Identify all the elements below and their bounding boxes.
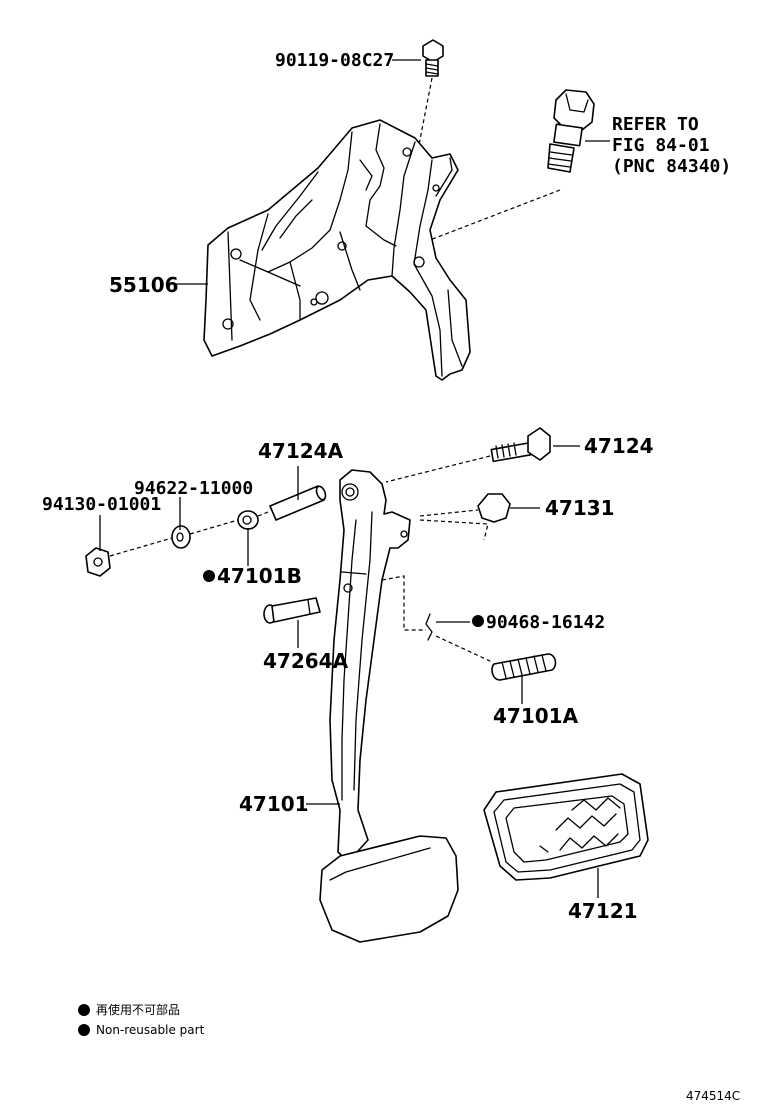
label-bolt-47124: 47124 — [584, 434, 654, 458]
label-bracket-55106: 55106 — [109, 273, 179, 297]
label-pedal-pad-47121: 47121 — [568, 899, 638, 923]
label-refer-line2: FIG 84-01 — [612, 135, 710, 156]
label-nut-94130: 94130-01001 — [42, 494, 161, 515]
label-stopper-47131: 47131 — [545, 496, 615, 520]
stop-lamp-switch-part — [547, 89, 595, 173]
label-spring-47101a: 47101A — [493, 704, 579, 728]
label-clip-90468: 90468-16142 — [486, 612, 605, 633]
legend-dot-2 — [78, 1024, 90, 1036]
washer-part — [171, 525, 191, 549]
pedal-bracket-part — [203, 119, 471, 381]
label-pedal-arm-47101: 47101 — [239, 792, 309, 816]
pin-part — [263, 597, 321, 624]
legend-dot-1 — [78, 1004, 90, 1016]
legend-line-japanese: 再使用不可部品 — [96, 1002, 180, 1017]
label-washer-94622: 94622-11000 — [134, 478, 253, 499]
legend: 再使用不可部品 Non-reusable part — [78, 1002, 205, 1037]
return-spring-part — [491, 653, 557, 681]
pedal-pad-part — [483, 773, 649, 881]
label-bushing-47101b: 47101B — [217, 564, 302, 588]
nut-part — [85, 547, 111, 577]
non-reusable-marker-90468 — [472, 615, 484, 627]
label-bushing-pipe-47124a: 47124A — [258, 439, 344, 463]
legend-line-english: Non-reusable part — [96, 1023, 205, 1037]
non-reusable-marker-47101b — [203, 570, 215, 582]
stopper-part — [477, 493, 511, 523]
bushing-pipe-part — [269, 485, 327, 521]
label-pin-47264a: 47264A — [263, 649, 349, 673]
pedal-arm-part — [319, 469, 459, 943]
label-refer-line1: REFER TO — [612, 114, 699, 135]
label-bolt-90119: 90119-08C27 — [275, 50, 394, 71]
clip-part — [425, 613, 433, 641]
figure-id: 474514C — [686, 1089, 740, 1103]
bushing-47101b-part — [237, 510, 259, 530]
bolt-47124-part — [490, 427, 551, 463]
label-refer-line3: (PNC 84340) — [612, 156, 731, 177]
bolt-90119-part — [422, 39, 444, 77]
